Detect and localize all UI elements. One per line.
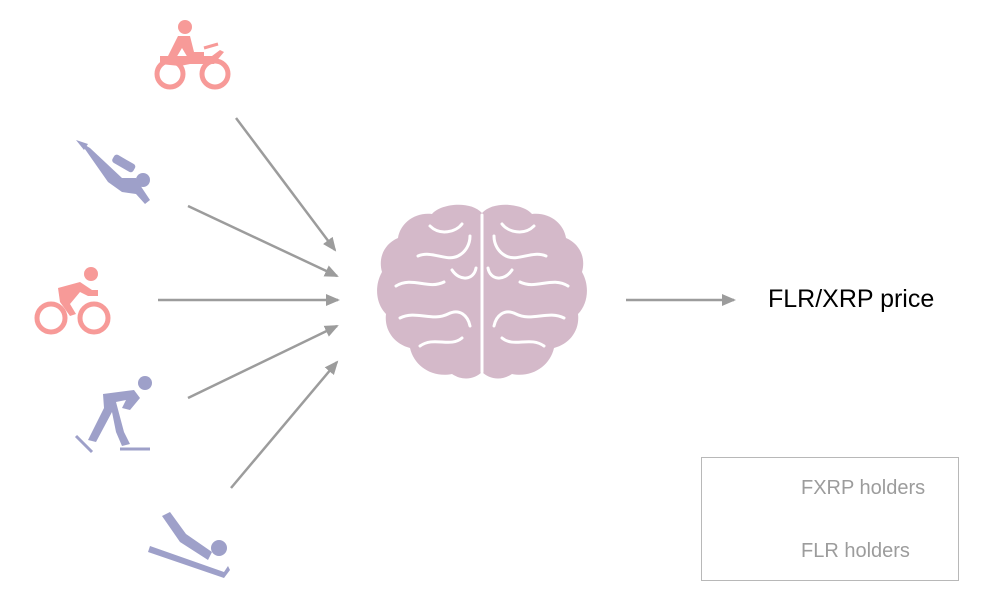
brain-folds [394, 213, 570, 374]
legend-label-fxrp: FXRP holders [801, 477, 926, 499]
output-label: FLR/XRP price [768, 285, 935, 313]
arrow-skater [187, 324, 339, 400]
motorcyclist-icon [154, 20, 231, 90]
skater-icon [74, 376, 152, 454]
brain-icon [377, 204, 587, 379]
luge-icon [148, 512, 230, 578]
diver-icon [76, 140, 150, 204]
cyclist-icon [34, 267, 111, 335]
arrow-diver [187, 204, 339, 278]
arrow-luge [230, 360, 339, 489]
legend [701, 457, 959, 581]
arrow-motorcyclist [235, 117, 337, 252]
legend-label-flr: FLR holders [801, 540, 910, 562]
input-arrows [158, 117, 340, 489]
